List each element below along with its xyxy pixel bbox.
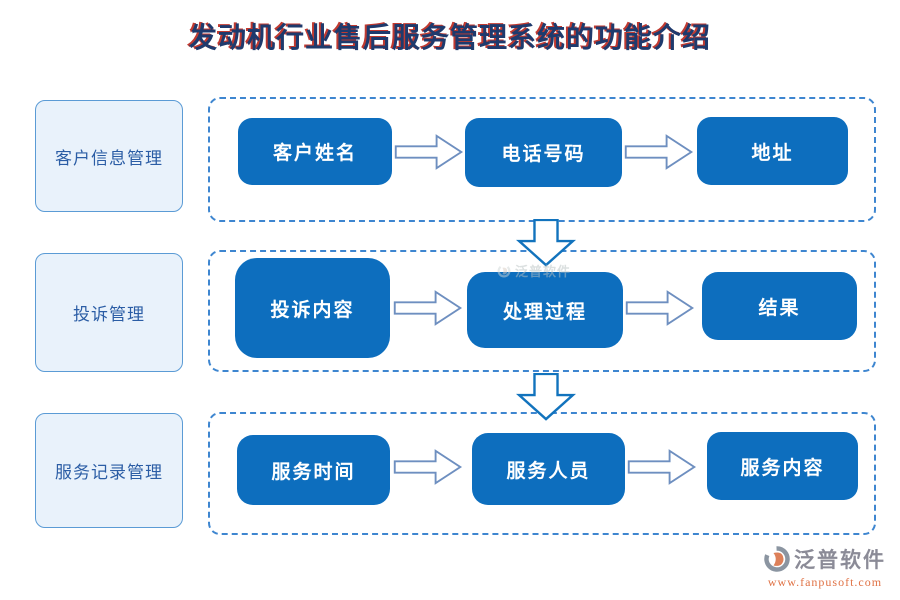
brand-name: 泛普软件 [794, 548, 886, 572]
right-arrow-icon [627, 449, 697, 485]
step-customer-name: 客户姓名 [238, 118, 392, 185]
brand-footer: 泛普软件 www.fanpusoft.com [764, 544, 886, 590]
watermark-logo-icon [497, 264, 511, 277]
right-arrow-icon [393, 290, 463, 326]
step-result: 结果 [702, 272, 857, 340]
category-box-customer-info: 客户信息管理 [35, 100, 183, 212]
step-label: 电话号码 [501, 144, 586, 165]
category-label: 投诉管理 [73, 305, 145, 324]
category-box-service-record: 服务记录管理 [35, 413, 183, 528]
step-label: 处理过程 [502, 301, 587, 323]
down-arrow-icon [516, 373, 576, 421]
brand-url: www.fanpusoft.com [767, 575, 883, 589]
page-title: 发动机行业售后服务管理系统的功能介绍 [188, 23, 711, 54]
right-arrow-icon [624, 134, 694, 170]
step-label: 结果 [758, 297, 801, 319]
step-phone-number: 电话号码 [465, 118, 622, 187]
watermark-text: 泛普软件 [515, 264, 572, 279]
step-address: 地址 [697, 117, 848, 185]
right-arrow-icon [625, 290, 695, 326]
step-label: 服务时间 [271, 461, 356, 483]
step-service-time: 服务时间 [237, 435, 390, 505]
step-handling-process: 处理过程 [467, 272, 623, 348]
fanpu-logo-icon [764, 546, 790, 572]
category-label: 客户信息管理 [55, 148, 163, 168]
right-arrow-icon [394, 134, 464, 170]
step-label: 地址 [751, 142, 794, 164]
step-label: 服务人员 [506, 460, 591, 482]
step-complaint-content: 投诉内容 [235, 258, 390, 358]
right-arrow-icon [393, 449, 463, 485]
down-arrow-icon [516, 219, 576, 267]
step-label: 投诉内容 [270, 299, 355, 321]
category-box-complaint: 投诉管理 [35, 253, 183, 372]
step-label: 服务内容 [740, 457, 825, 479]
watermark: 泛普软件 [497, 261, 571, 280]
category-label: 服务记录管理 [55, 463, 163, 482]
step-label: 客户姓名 [272, 143, 357, 164]
step-service-personnel: 服务人员 [472, 433, 625, 505]
step-service-content: 服务内容 [707, 432, 858, 500]
